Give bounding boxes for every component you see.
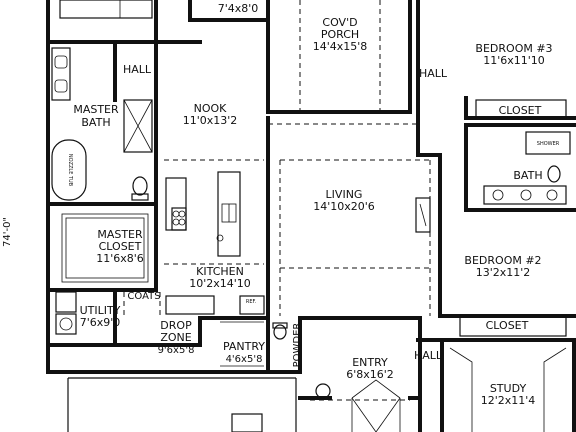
porch-size: 14'4x15'8: [313, 40, 368, 53]
drop-zone-name2: ZONE: [160, 331, 191, 344]
bedroom3-name: BEDROOM #3: [475, 42, 552, 55]
detail-lines: [51, 0, 571, 432]
ref-label: REF.: [246, 299, 257, 305]
bath-label: BATH: [513, 169, 542, 182]
utility-size: 7'6x9'0: [80, 316, 121, 329]
porch-name: COV'D: [322, 16, 357, 29]
closet-top-label: CLOSET: [499, 104, 542, 117]
tub-label: NOZZLE TUB: [67, 154, 73, 187]
entry-size: 6'8x16'2: [346, 368, 394, 381]
closet-bottom-label: CLOSET: [486, 319, 529, 332]
pantry-size: 4'6x5'8: [226, 354, 263, 365]
hall-right-label: HALL: [419, 67, 448, 80]
porch-name2: PORCH: [321, 28, 359, 41]
hall-bottom-label: HALL: [414, 349, 443, 362]
nook-size: 11'0x13'2: [183, 114, 238, 127]
hall-left-label: HALL: [123, 63, 152, 76]
walls: [46, 0, 576, 432]
coats-label: COATS: [127, 291, 160, 302]
pantry-name: PANTRY: [223, 340, 265, 353]
study-name: STUDY: [490, 382, 527, 395]
bedroom3-size: 11'6x11'10: [483, 54, 545, 67]
kitchen-name: KITCHEN: [196, 265, 244, 278]
powder-label: POWDER: [292, 323, 303, 368]
master-closet-size: 11'6x8'6: [96, 252, 144, 265]
master-closet-name2: CLOSET: [99, 240, 142, 253]
dashed-lines: [164, 0, 431, 401]
study-size: 12'2x11'4: [481, 394, 536, 407]
entry-name: ENTRY: [352, 356, 388, 369]
overall-dimension: 74'-0": [2, 217, 13, 247]
bedroom2-name: BEDROOM #2: [464, 254, 541, 267]
shower-label: SHOWER: [537, 141, 560, 147]
master-closet-name: MASTER: [97, 228, 143, 241]
bedroom2-size: 13'2x11'2: [476, 266, 531, 279]
master-bath-name: MASTER: [73, 103, 119, 116]
drop-zone-size: 9'6x5'8: [158, 345, 195, 356]
living-name: LIVING: [326, 188, 363, 201]
drop-zone-name: DROP: [160, 319, 192, 332]
living-size: 14'10x20'6: [313, 200, 375, 213]
upper-dim-label: 7'4x8'0: [218, 2, 259, 15]
utility-name: UTILITY: [80, 304, 121, 317]
nook-name: NOOK: [194, 102, 228, 115]
kitchen-size: 10'2x14'10: [189, 277, 251, 290]
master-bath-name2: BATH: [81, 116, 110, 129]
